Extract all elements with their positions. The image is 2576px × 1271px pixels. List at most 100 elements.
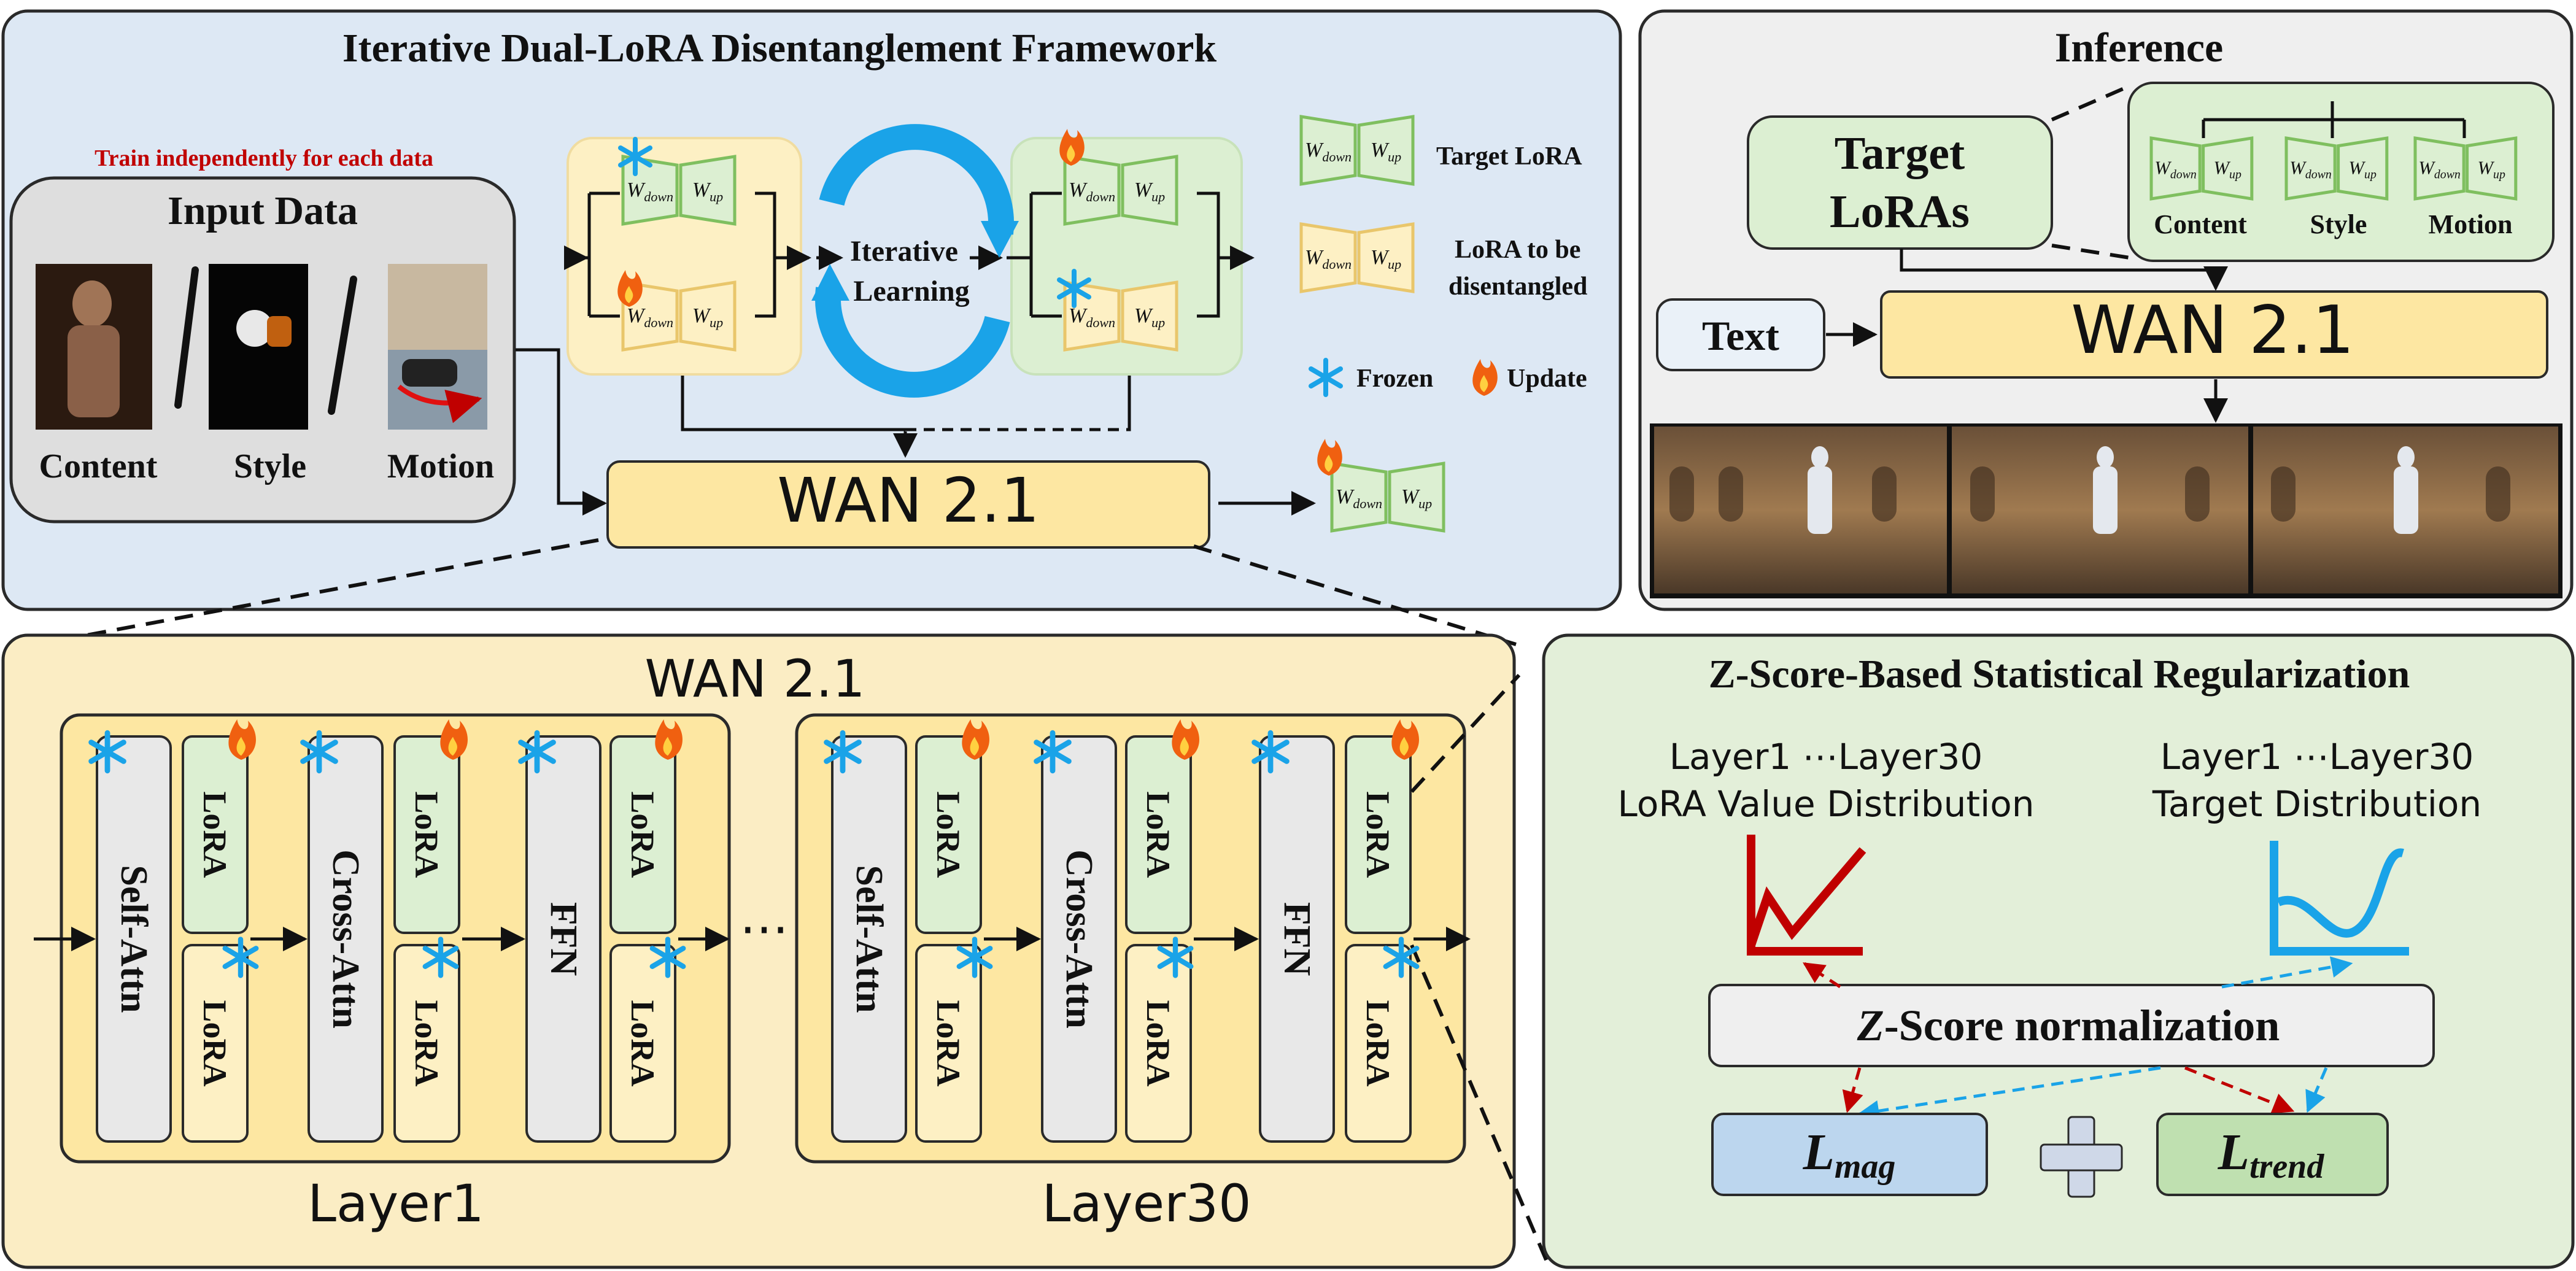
legend-target-lora: Target LoRA (1436, 142, 1582, 171)
lora-label: LoRA (408, 1000, 445, 1086)
input-item-style: Style (234, 447, 306, 485)
loss-mag-sub: mag (1835, 1148, 1896, 1186)
lora-type-content: Content (2154, 209, 2247, 239)
inference-title: Inference (2055, 24, 2223, 71)
snowflake-icon (422, 937, 459, 978)
layer1-blocks (96, 735, 676, 1143)
plus-icon (2040, 1116, 2123, 1198)
motion-image (388, 264, 487, 430)
target-loras-box: Target LoRAs (1747, 115, 2053, 250)
lora-label: LoRA (930, 1000, 967, 1086)
layer1-cross-attn: Cross-Attn (325, 849, 366, 1029)
loss-trend-sub: trend (2249, 1148, 2324, 1186)
layer30-self-attn: Self-Attn (848, 865, 890, 1013)
input-data-title: Input Data (168, 188, 358, 233)
snowflake-icon (1157, 937, 1194, 978)
lora-weight-label: Wup (2349, 158, 2377, 182)
lora-weight-label: Wup (1371, 246, 1401, 272)
lora-label: LoRA (930, 791, 967, 878)
target-lora-icon: Wdown Wup (2149, 136, 2254, 201)
iterative-learning-cycle: Iterative Learning (811, 124, 1019, 398)
flame-icon (1472, 359, 1498, 396)
input-to-wan-arrow (516, 348, 607, 516)
layer30-cross-attn: Cross-Attn (1058, 849, 1100, 1029)
lora-weight-label: Wup (692, 304, 723, 330)
flame-icon (1172, 719, 1199, 760)
snowflake-icon (824, 730, 862, 774)
lora-type-style: Style (2310, 209, 2367, 239)
zscore-right-line2: Target Distribution (2152, 783, 2481, 825)
lora-label: LoRA (1140, 791, 1177, 878)
loss-trend-box: Ltrend (2156, 1113, 2389, 1196)
layer1-ffn: FFN (543, 902, 584, 976)
lora-weight-label: Wdown (1069, 304, 1115, 330)
inference-wan-label: WAN 2.1 (2071, 292, 2354, 369)
zscore-panel: Z-Score-Based Statistical Regularization… (1542, 633, 2575, 1269)
iterative-label-2: Learning (853, 275, 969, 307)
train-note: Train independently for each data (95, 145, 433, 171)
flame-icon (1317, 439, 1342, 476)
wan-detail-panel: WAN 2.1 Layer1 Layer30 ⋯ (1, 633, 1516, 1269)
framework-wan-box: WAN 2.1 (606, 460, 1210, 549)
layer1-self-attn: Self-Attn (113, 865, 155, 1013)
wan-detail-title: WAN 2.1 (644, 649, 865, 709)
snowflake-icon (222, 937, 259, 978)
snowflake-icon (1034, 730, 1072, 774)
flame-icon (1391, 719, 1419, 760)
flame-icon (440, 719, 468, 760)
layer-ellipsis: ⋯ (740, 902, 789, 956)
snowflake-icon (1251, 730, 1290, 774)
legend-frozen: Frozen (1356, 365, 1433, 393)
lora-weight-label: Wup (2478, 158, 2505, 182)
layer30-blocks (831, 735, 1412, 1143)
lora-weight-label: Wup (1371, 139, 1401, 164)
input-data-box: Input Data Content St (9, 176, 516, 523)
zscore-z: Z (1857, 1001, 1884, 1050)
snowflake-icon (88, 730, 126, 774)
layer-last-label: Layer30 (1042, 1173, 1251, 1234)
lora-weight-label: Wdown (1336, 485, 1382, 511)
lora-label: LoRA (408, 791, 445, 878)
layer30-ffn: FFN (1276, 902, 1318, 976)
lora-label: LoRA (1140, 1000, 1177, 1086)
text-input-box: Text (1656, 298, 1825, 371)
lora-label: LoRA (624, 791, 661, 878)
target-lora-icon: Wdown Wup (2413, 136, 2518, 201)
input-item-content: Content (39, 447, 158, 485)
framework-title: Iterative Dual-LoRA Disentanglement Fram… (342, 26, 1217, 71)
lora-weight-label: Wdown (627, 179, 673, 204)
lora-weight-label: Wup (1134, 179, 1165, 204)
target-loras-line2: LoRAs (1830, 186, 1970, 238)
content-image (36, 264, 152, 430)
layer-first-label: Layer1 (307, 1173, 484, 1234)
lora-label: LoRA (196, 791, 233, 878)
target-loras-line1: Target (1835, 128, 1965, 179)
zscore-left-line2: LoRA Value Distribution (1618, 783, 2035, 825)
lora-weight-label: Wdown (1069, 179, 1115, 204)
input-item-motion: Motion (387, 447, 494, 485)
lora-weight-label: Wdown (2289, 158, 2331, 182)
snowflake-icon (956, 937, 993, 978)
snowflake-icon (518, 730, 556, 774)
framework-panel: Iterative Dual-LoRA Disentanglement Fram… (1, 9, 1622, 611)
lora-weight-label: Wdown (627, 304, 673, 330)
lora-to-disentangle-icon: Wdown Wup (621, 280, 737, 352)
zscore-left-line1: Layer1 ⋯Layer30 (1669, 736, 1983, 778)
zscore-norm-label: -Score normalization (1884, 1001, 2280, 1050)
svg-text:Ltrend: Ltrend (2218, 1124, 2325, 1186)
legend-update: Update (1507, 365, 1587, 393)
lora-weight-label: Wdown (2418, 158, 2460, 182)
output-frames (1650, 423, 2562, 598)
lora-weight-label: Wup (2214, 158, 2241, 182)
lora-weight-label: Wdown (2154, 158, 2196, 182)
zscore-title: Z-Score-Based Statistical Regularization (1709, 652, 2410, 697)
target-lora-icon: Wdown Wup (2284, 136, 2389, 201)
lora-weight-label: Wup (692, 179, 723, 204)
text-input-label: Text (1702, 312, 1779, 359)
legend-lora-disentangled-2: disentangled (1449, 272, 1587, 301)
loss-mag-main: L (1803, 1124, 1835, 1181)
flame-icon (1059, 129, 1085, 166)
